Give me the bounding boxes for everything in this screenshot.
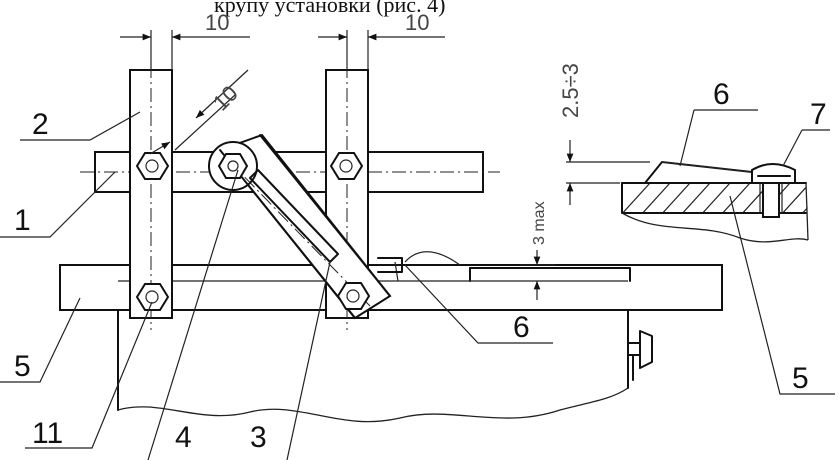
machine-body [117, 280, 653, 423]
nut-left-top [135, 152, 170, 180]
nut-left-bottom [135, 283, 170, 311]
label-2: 2 [32, 108, 49, 141]
dim-gap-right-text: 10 [405, 10, 429, 35]
label-4: 4 [175, 421, 192, 454]
label-7: 7 [810, 98, 827, 131]
label-11: 11 [32, 417, 63, 450]
nut-right-top [329, 152, 364, 180]
label-5-left: 5 [14, 350, 31, 383]
nut-inclined [217, 153, 249, 179]
label-6-top: 6 [713, 78, 730, 111]
label-6-bottom: 6 [513, 311, 530, 344]
nut-right-bottom [336, 282, 371, 310]
dimension-max-clearance: 3 max [520, 201, 555, 300]
label-5-right: 5 [792, 362, 809, 395]
dim-blade-text: 2.5÷3 [558, 63, 583, 118]
dim-max-text: 3 max [531, 201, 548, 245]
label-3: 3 [250, 421, 267, 454]
dimension-gap-left: 10 [120, 10, 250, 70]
screw-7 [751, 163, 796, 218]
dim-gap-left-text: 10 [205, 10, 229, 35]
labels: 2 1 5 11 4 3 6 6 7 5 [0, 78, 835, 460]
dim-angle-text: 10 [208, 81, 243, 116]
caption-text: крупу установки (рис. 4) [214, 0, 445, 17]
label-1: 1 [14, 204, 31, 237]
detail-view: 2.5÷3 [558, 63, 809, 243]
inclined-bar [208, 133, 392, 320]
dimension-gap-right: 10 [318, 10, 445, 70]
